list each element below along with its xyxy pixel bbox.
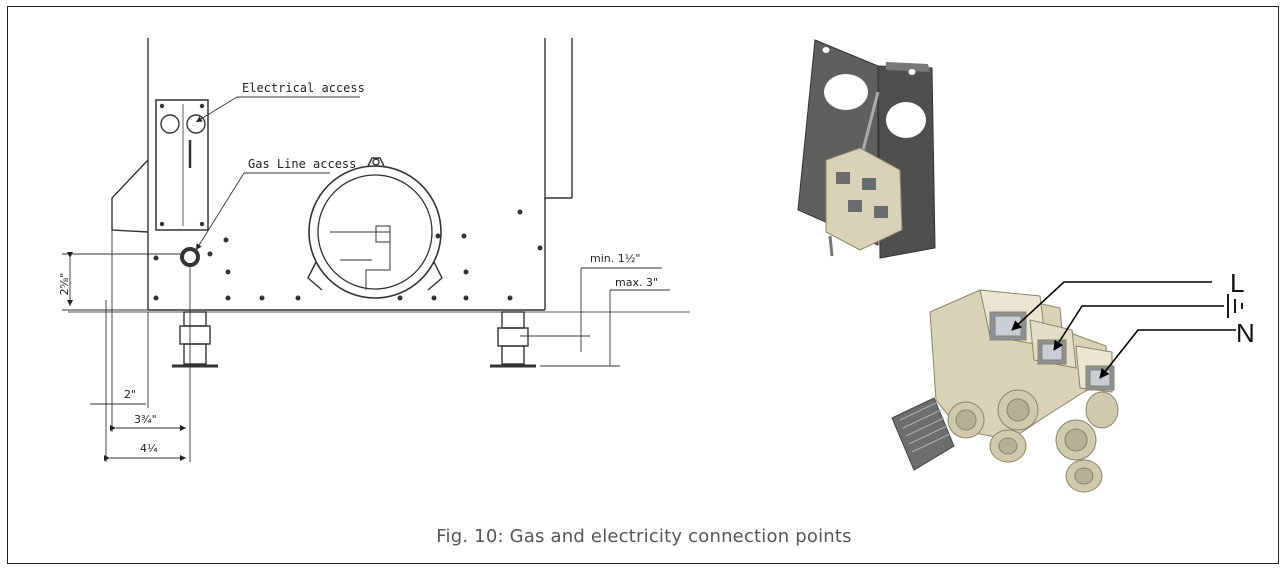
fireplace-elevation [68,38,690,368]
gas-line-access-label: Gas Line access [248,157,356,171]
max-clearance-dimension: max. 3" [615,276,658,289]
dim-4-1-4-label: 4¼ [140,442,158,455]
dim-3-3-4-label: 3¾" [134,413,157,426]
dim-2-label: 2" [124,388,136,401]
neutral-terminal-label: N [1236,318,1255,348]
ground-icon [1227,294,1243,318]
terminal-pointers [1011,281,1236,379]
figure-caption: Fig. 10: Gas and electricity connection … [436,526,852,547]
min-clearance-dimension: min. 1½" [590,252,640,265]
electrical-access-label: Electrical access [242,81,365,95]
height-gas-dimension: 2⅝" [58,273,71,296]
dimension-lines [62,96,670,462]
live-terminal-label: L [1230,268,1244,298]
terminal-block [891,289,1119,493]
terminal-mounting-plate [797,39,936,259]
